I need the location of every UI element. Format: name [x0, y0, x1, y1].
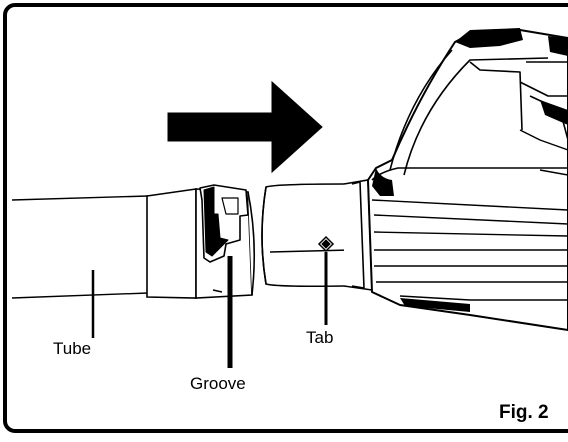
- locking-tab: [317, 235, 335, 253]
- tube-label: Tube: [53, 339, 92, 358]
- tab-label: Tab: [306, 328, 334, 347]
- blower-nozzle: [261, 179, 373, 291]
- blower-body: [367, 29, 568, 331]
- groove-slot: [199, 184, 249, 263]
- leader-lines: [91, 252, 328, 368]
- arrow-right-icon: [167, 80, 323, 174]
- groove-label: Groove: [190, 374, 246, 393]
- figure-caption: Fig. 2: [499, 402, 549, 423]
- tube: [11, 195, 149, 299]
- blower-dark-panels: [372, 28, 568, 312]
- figure-frame: [3, 3, 568, 433]
